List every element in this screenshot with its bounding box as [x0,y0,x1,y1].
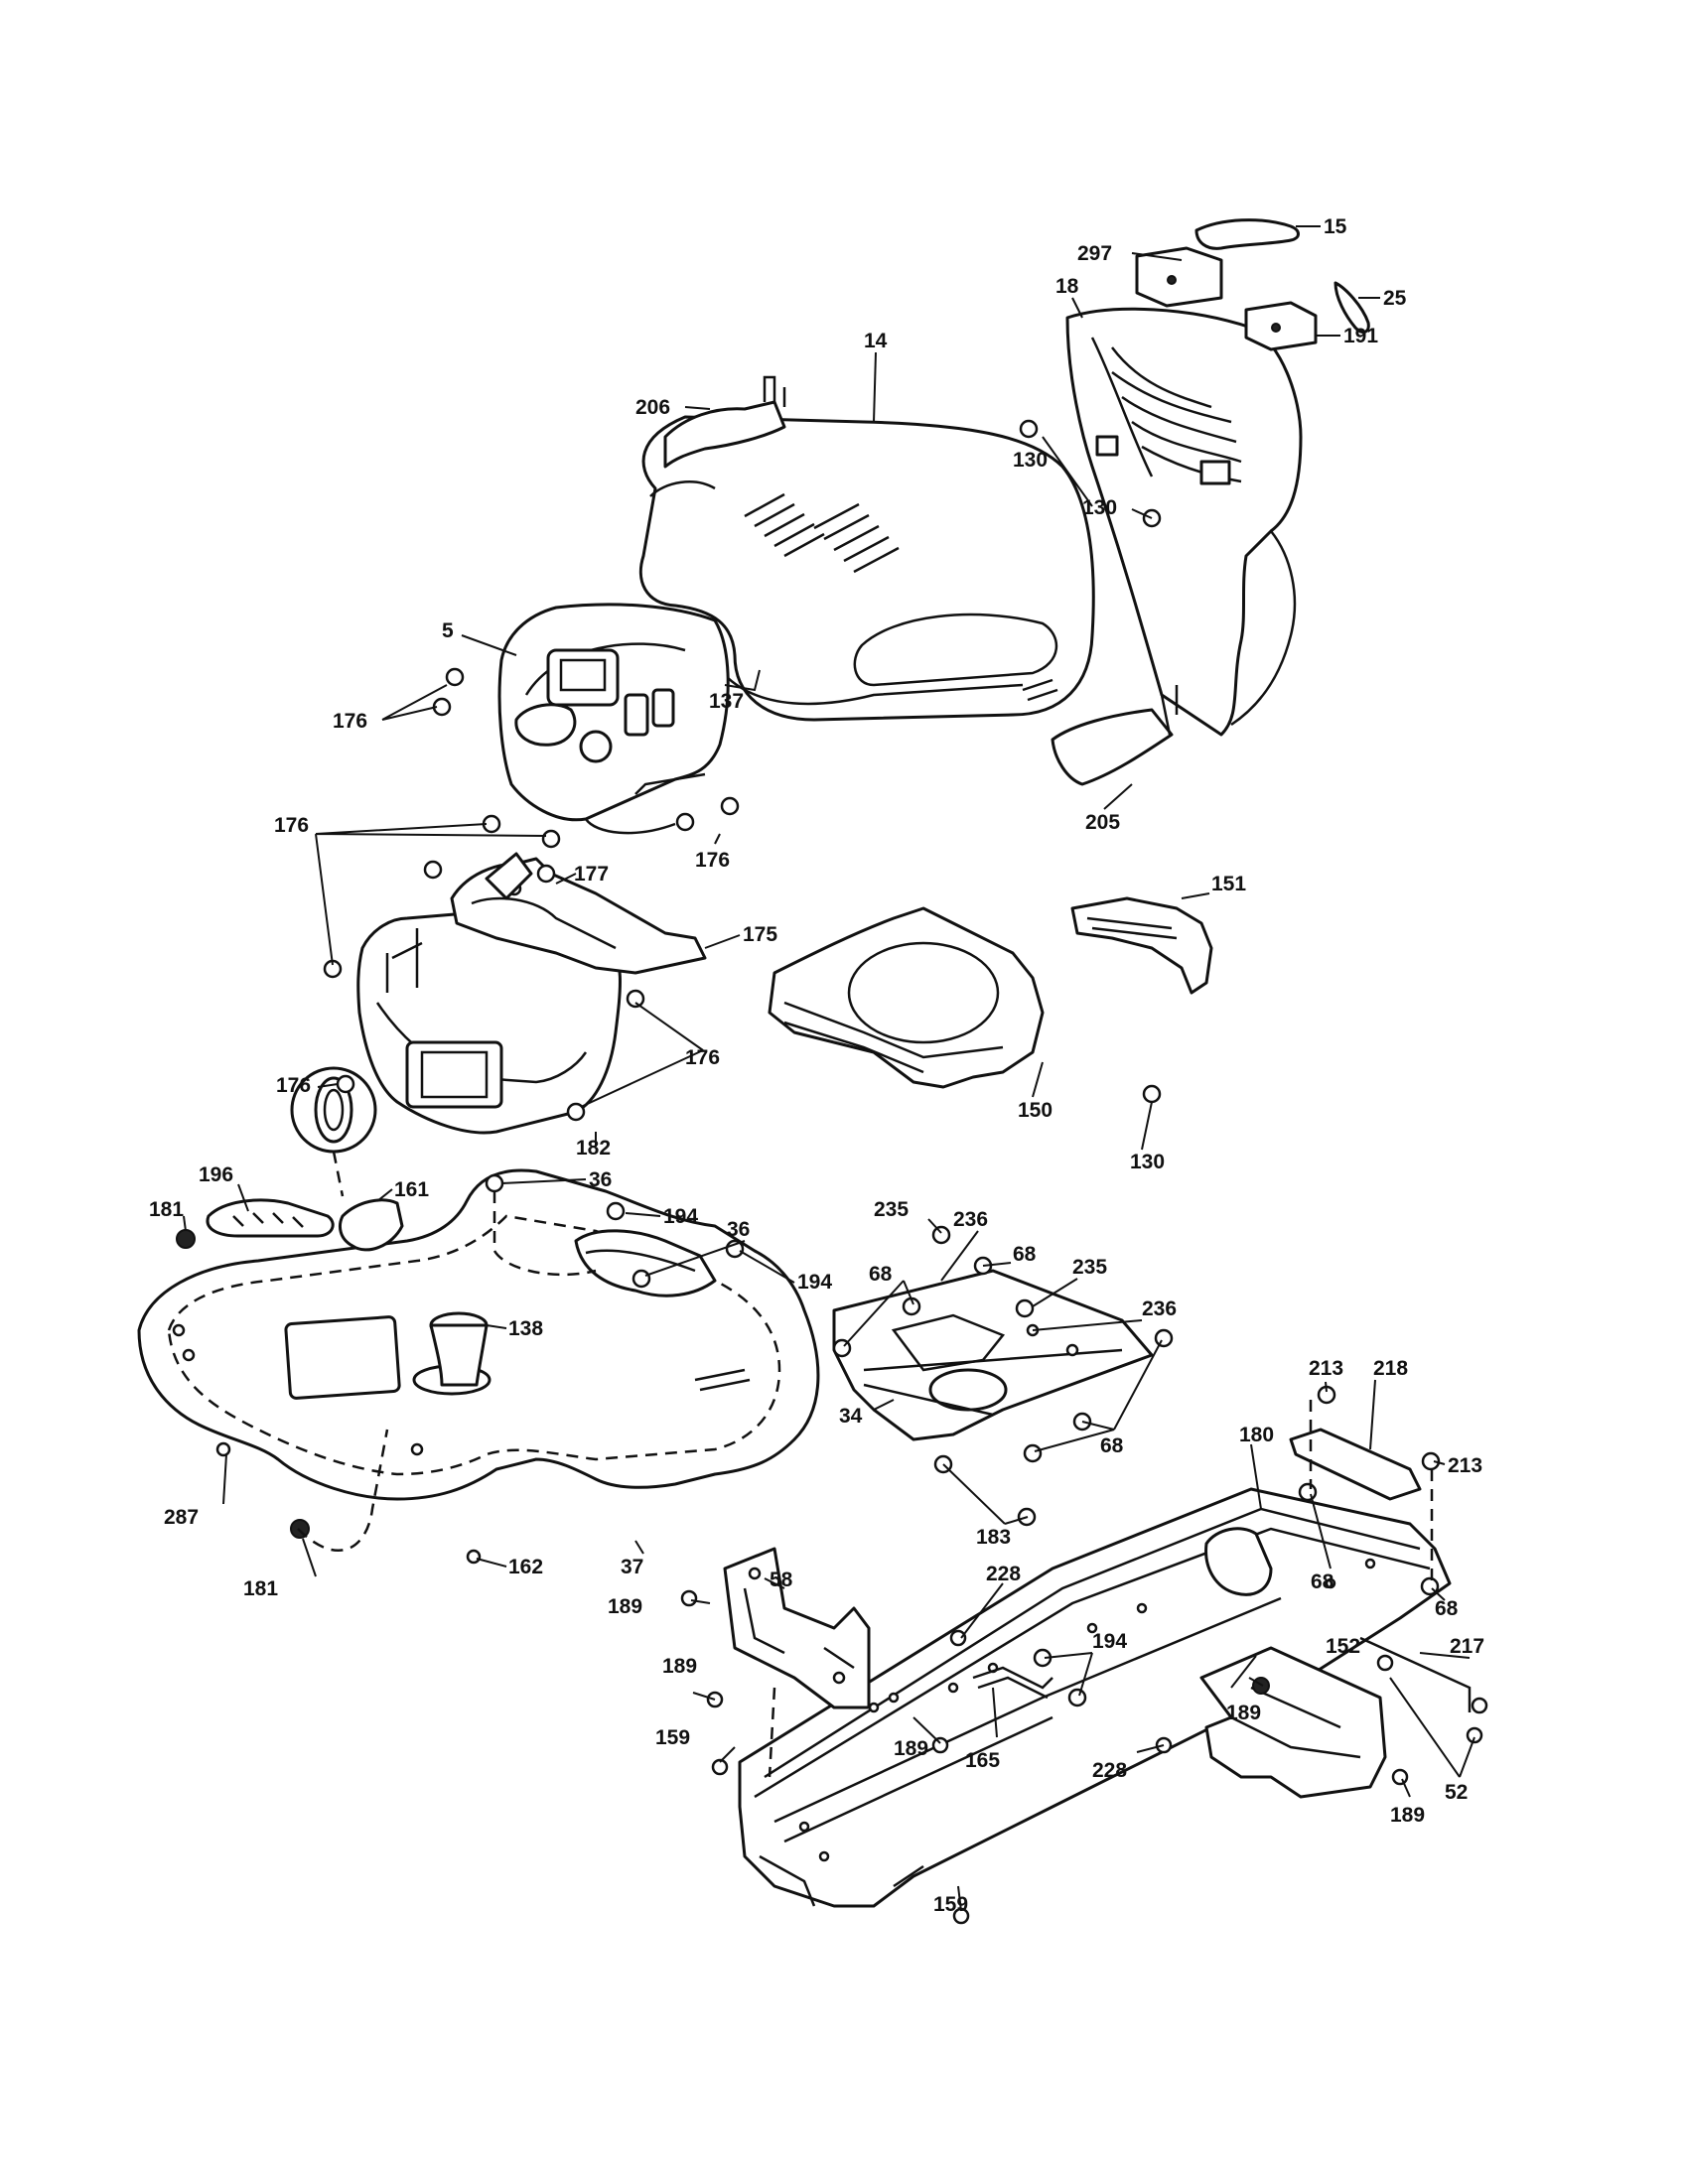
callout-label: 236 [1142,1297,1177,1320]
callout-label: 68 [1100,1434,1124,1457]
callout-label: 205 [1085,811,1120,834]
hood-vent-slots [744,492,900,574]
callout-label: 176 [274,814,309,837]
callout-label: 68 [1311,1570,1334,1593]
bracket-177-part [485,852,556,900]
callout-label: 25 [1383,287,1407,310]
callout-label: 159 [933,1893,968,1916]
callout-label: 161 [394,1178,429,1201]
lens-191-part [1244,301,1318,351]
callout-label: 36 [589,1168,612,1191]
lens-297-part [1135,246,1223,308]
fasteners [176,419,1488,1925]
alignment-line [768,1687,776,1778]
hood-trim-205-part [1051,685,1179,786]
alignment-line [492,1191,597,1277]
callout-label: 180 [1239,1424,1274,1446]
dash-panel-part [497,603,730,835]
callout-label: 228 [986,1563,1021,1585]
callout-label: 58 [770,1569,793,1591]
callout-labels: 15 297 25 18 191 14 206 130 130 5 137 17… [149,215,1484,1916]
callout-label: 34 [839,1405,863,1428]
callout-label: 68 [1013,1243,1037,1266]
grille-part [1065,307,1303,737]
callout-label: 152 [1326,1635,1360,1658]
callout-label: 213 [1448,1454,1482,1477]
callout-label: 194 [663,1205,698,1228]
callout-label: 235 [1072,1256,1107,1279]
mounting-bracket-part [1070,896,1213,995]
callout-label: 37 [621,1556,643,1578]
callout-label: 15 [1324,215,1347,238]
callout-label: 130 [1013,449,1048,472]
pedal-pad-196-part [206,1198,335,1238]
callout-label: 206 [635,396,670,419]
callout-label: 183 [976,1526,1011,1549]
callout-label: 18 [1055,275,1079,298]
callout-label: 137 [709,690,744,713]
knob-161-inset [290,1066,404,1252]
callout-label: 68 [869,1263,893,1286]
callout-label: 176 [276,1074,311,1097]
callout-label: 162 [508,1556,543,1578]
callout-label: 196 [199,1163,233,1186]
callout-label: 189 [608,1595,642,1618]
callout-label: 235 [874,1198,909,1221]
callout-label: 181 [149,1198,184,1221]
alignment-line [297,1429,389,1552]
shield-152-part [1199,1646,1387,1799]
callout-label: 177 [574,863,609,886]
callout-label: 189 [894,1737,928,1760]
callout-label: 217 [1450,1635,1484,1658]
callout-label: 176 [333,710,367,733]
callout-label: 176 [685,1046,720,1069]
callout-label: 68 [1435,1597,1459,1620]
hood-trim-206-part [663,375,786,469]
callout-label: 175 [743,923,777,946]
callout-label: 151 [1211,873,1246,895]
leader-lines [183,225,1475,1912]
callout-label: 228 [1092,1759,1127,1782]
callout-label: 165 [965,1749,1000,1772]
rod-165-part [972,1666,1053,1700]
callout-label: 181 [243,1577,278,1600]
rod-217-part [1359,1636,1472,1712]
callout-label: 189 [662,1655,697,1678]
callout-label: 297 [1077,242,1112,265]
callout-label: 138 [508,1317,543,1340]
callout-label: 191 [1343,325,1378,347]
bracket-58-part [723,1547,871,1709]
plate-218-part [1289,1428,1422,1501]
headlight-25-part [1333,281,1370,335]
callout-label: 194 [1092,1630,1127,1653]
callout-label: 287 [164,1506,199,1529]
hood-part [638,415,1095,722]
callout-label: 5 [442,619,454,642]
callout-label: 52 [1445,1781,1468,1804]
callout-label: 14 [864,330,888,352]
callout-label: 182 [576,1137,611,1160]
callout-label: 189 [1226,1702,1261,1724]
callout-label: 213 [1309,1357,1343,1380]
callout-label: 189 [1390,1804,1425,1827]
headlight-15-part [1194,218,1300,250]
engine-tray-part [768,906,1045,1089]
shift-plate-part [832,1269,1154,1441]
callout-label: 218 [1373,1357,1408,1380]
dash-lower-panel-part [356,911,622,1135]
callout-label: 159 [655,1726,690,1749]
callout-label: 36 [727,1218,750,1241]
callout-label: 194 [797,1271,832,1294]
callout-label: 236 [953,1208,988,1231]
callout-label: 150 [1018,1099,1052,1122]
callout-label: 176 [695,849,730,872]
callout-label: 130 [1082,496,1117,519]
callout-label: 130 [1130,1151,1165,1173]
